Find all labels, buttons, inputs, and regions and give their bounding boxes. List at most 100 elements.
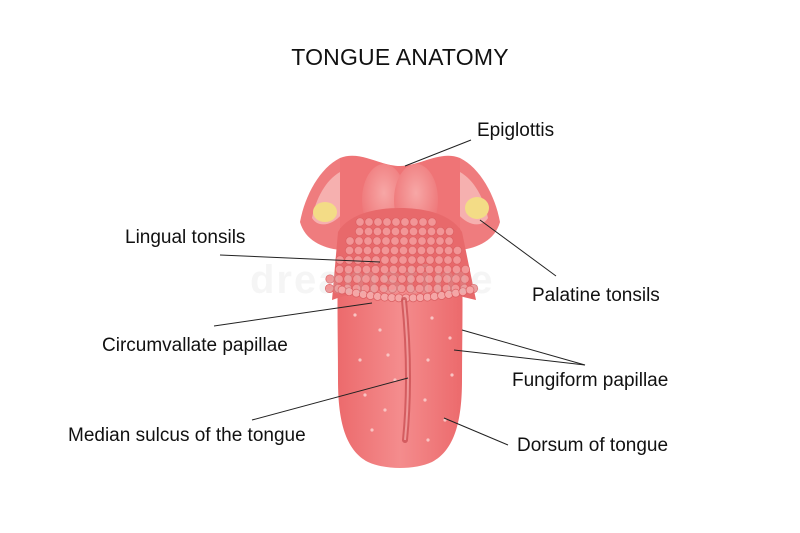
lingual-tonsil-bump <box>345 236 355 246</box>
lingual-tonsil-bump <box>380 245 391 256</box>
label-dorsum-of-tongue: Dorsum of tongue <box>517 435 669 456</box>
lingual-tonsil-bump <box>361 264 372 275</box>
lingual-tonsil-bump <box>364 217 374 227</box>
label-circumvallate-papillae: Circumvallate papillae <box>102 335 288 356</box>
lingual-tonsil-bump <box>434 255 444 265</box>
lingual-tonsil-bump <box>324 283 335 294</box>
lingual-tonsil-bump <box>387 283 398 294</box>
lingual-tonsil-bump <box>372 236 382 246</box>
lingual-tonsil-bump <box>396 283 407 294</box>
lingual-tonsil-bump <box>354 236 364 246</box>
palatine-tonsil-left <box>313 202 337 222</box>
fungiform-papilla <box>386 353 390 357</box>
lingual-tonsil-bump <box>399 236 409 246</box>
lingual-tonsil-bump <box>443 255 453 265</box>
lingual-tonsil-bump <box>417 236 427 246</box>
lingual-tonsil-bump <box>397 264 408 275</box>
fungiform-papilla <box>430 316 434 320</box>
lingual-tonsil-bump <box>418 217 428 227</box>
lingual-tonsil-bump <box>415 264 426 275</box>
lingual-tonsil-bump <box>406 274 416 284</box>
lingual-tonsil-bump <box>388 274 398 284</box>
lingual-tonsil-bump <box>442 274 452 284</box>
leader-circumvallate <box>213 302 373 327</box>
lingual-tonsil-bump <box>408 236 418 246</box>
lingual-tonsil-bump <box>400 217 410 227</box>
lingual-tonsil-bump <box>434 245 445 256</box>
lingual-tonsil-bump <box>390 226 401 237</box>
fungiform-papilla <box>378 328 382 332</box>
lingual-tonsil-bump <box>452 245 463 256</box>
lingual-tonsil-bump <box>343 274 353 284</box>
fungiform-papilla <box>370 428 374 432</box>
lingual-tonsil-bump <box>362 245 373 256</box>
lingual-tonsil-bump <box>426 236 436 246</box>
lingual-tonsil-bump <box>442 264 453 275</box>
lingual-tonsil-bump <box>391 217 401 227</box>
lingual-tonsil-bump <box>353 245 364 256</box>
lingual-tonsil-bump <box>381 236 391 246</box>
lingual-tonsil-bump <box>435 236 445 246</box>
lingual-tonsil-bump <box>372 226 383 237</box>
label-epiglottis: Epiglottis <box>477 120 555 141</box>
fungiform-papilla <box>358 358 362 362</box>
lingual-tonsil-bump <box>408 226 419 237</box>
lingual-tonsil-bump <box>460 264 471 275</box>
fungiform-papilla <box>450 373 454 377</box>
leader-epiglottis <box>404 139 472 167</box>
leader-fungiform-2 <box>453 349 586 366</box>
lingual-tonsil-bump <box>460 274 470 284</box>
lingual-tonsil-bump <box>427 217 437 227</box>
circumvallate-papilla <box>465 285 475 295</box>
lingual-tonsil-bump <box>426 226 437 237</box>
label-palatine-tonsils: Palatine tonsils <box>532 285 660 306</box>
lingual-tonsil-bump <box>424 264 435 275</box>
lingual-tonsil-bump <box>378 283 389 294</box>
lingual-tonsil-bump <box>354 226 365 237</box>
lingual-tonsil-bump <box>398 255 408 265</box>
lingual-tonsil-bump <box>389 255 399 265</box>
lingual-tonsil-bump <box>370 264 381 275</box>
fungiform-papilla <box>383 408 387 412</box>
lingual-tonsil-bump <box>344 245 355 256</box>
lingual-tonsil-bump <box>406 264 417 275</box>
lingual-tonsil-bump <box>432 283 443 294</box>
leader-lingual-tonsils <box>219 254 381 263</box>
lingual-tonsil-bump <box>334 274 344 284</box>
lingual-tonsil-bump <box>423 283 434 294</box>
lingual-tonsil-bumps <box>324 217 479 303</box>
fungiform-papillae-dots <box>353 313 454 442</box>
lingual-tonsil-bump <box>363 236 373 246</box>
lingual-tonsil-bump <box>444 226 455 237</box>
lingual-tonsil-bump <box>380 255 390 265</box>
lingual-tonsil-bump <box>390 236 400 246</box>
fungiform-papilla <box>353 313 357 317</box>
lingual-tonsil-bump <box>433 274 443 284</box>
lingual-tonsil-bump <box>381 226 392 237</box>
lingual-tonsil-bump <box>353 255 363 265</box>
lingual-tonsil-bump <box>425 255 435 265</box>
lingual-tonsil-bump <box>443 245 454 256</box>
lingual-tonsil-bump <box>416 255 426 265</box>
lingual-tonsil-bump <box>370 274 380 284</box>
lingual-tonsil-bump <box>369 283 380 294</box>
leader-palatine-tonsils <box>479 219 557 277</box>
diagram-title: TONGUE ANATOMY <box>291 44 509 70</box>
lingual-tonsil-bump <box>325 274 335 284</box>
lingual-tonsil-bump <box>409 217 419 227</box>
lingual-tonsil-bump <box>379 264 390 275</box>
leader-median-sulcus <box>251 377 409 421</box>
lingual-tonsil-bump <box>407 255 417 265</box>
lingual-tonsil-bump <box>424 274 434 284</box>
lingual-tonsil-bump <box>414 283 425 294</box>
lingual-tonsil-bump <box>415 274 425 284</box>
lingual-tonsil-bump <box>451 264 462 275</box>
lingual-tonsil-bump <box>451 274 461 284</box>
fungiform-papilla <box>426 358 430 362</box>
lingual-tonsil-bump <box>405 283 416 294</box>
lingual-tonsil-bump <box>334 264 345 275</box>
lingual-tonsil-bump <box>389 245 400 256</box>
watermark-text: dreamstime <box>250 258 495 302</box>
label-fungiform-papillae: Fungiform papillae <box>512 370 669 391</box>
